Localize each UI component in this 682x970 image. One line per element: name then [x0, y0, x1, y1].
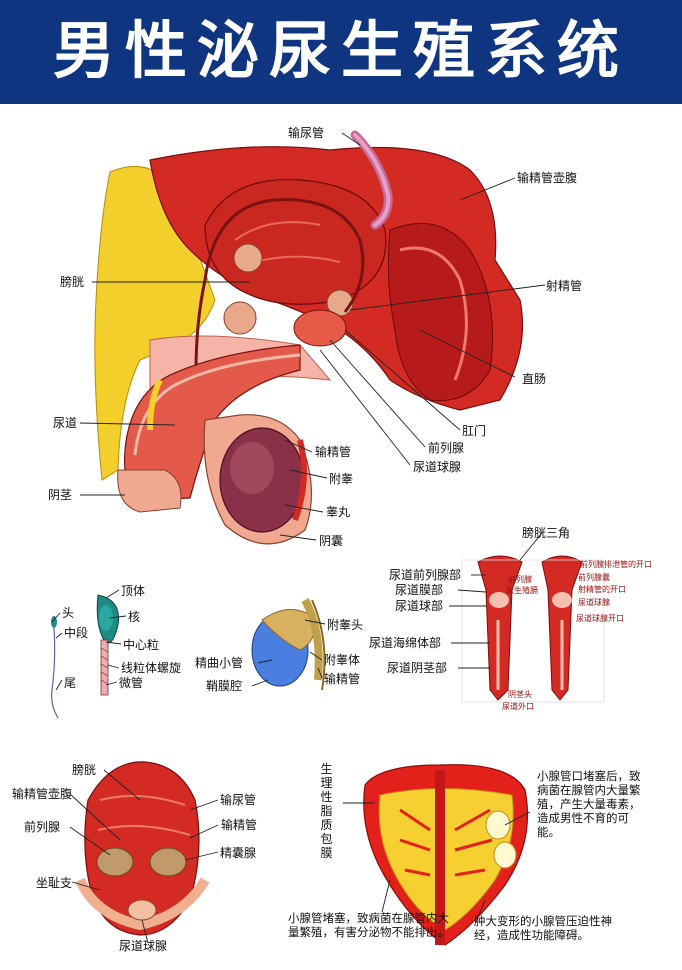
label-bulbourethral-gland: 尿道球腺	[413, 460, 462, 474]
label-bladder: 膀胱	[60, 275, 85, 289]
label-centriole: 中心粒	[123, 638, 160, 652]
label-vas-deferens: 输精管	[315, 445, 352, 459]
label-trigone: 膀胱三角	[522, 526, 571, 540]
label-bulbous-part: 尿道球部	[395, 599, 444, 613]
label-ampulla: 输精管壶腹	[517, 171, 578, 185]
label-prostate: 前列腺	[428, 441, 465, 455]
label-membranous-part: 尿道膜部	[395, 583, 444, 597]
main-sagittal-illustration	[94, 130, 524, 545]
label-posterior-bulb-gland: 尿道球腺	[119, 939, 168, 953]
label-middle-piece: 中段	[64, 626, 89, 640]
label-epididymis-head: 附睾头	[327, 618, 364, 632]
label-rectum: 直肠	[522, 372, 547, 386]
note-harmful-secretion: 小腺管堵塞，致病菌在腺管内大量繁殖，有害分泌物不能排出。	[288, 911, 449, 939]
label-ejaculatory-opening: 射精管的开口	[578, 585, 626, 594]
note-swollen-duct: 肿大变形的小腺管压迫性神经，造成性功能障碍。	[474, 914, 612, 942]
label-epididymis-body: 附睾体	[324, 653, 361, 667]
title-banner: 男性泌尿生殖系统	[0, 0, 682, 104]
label-posterior-ureter: 输尿管	[220, 793, 257, 807]
label-posterior-vas-deferens: 输精管	[221, 818, 258, 832]
label-prostatic-utricle: 前列腺囊	[578, 573, 610, 582]
label-microtubule: 微管	[119, 676, 144, 690]
sperm-illustration	[51, 594, 120, 719]
label-lipid-capsule: 生理性脂质包膜	[320, 762, 333, 860]
label-sphincter-small: 尿生殖膈	[506, 586, 538, 595]
label-seminiferous-tubule: 精曲小管	[195, 656, 244, 670]
testis-illustration	[251, 598, 326, 691]
label-prostatic-part: 尿道前列腺部	[389, 568, 462, 582]
label-epididymis: 附睾	[329, 472, 354, 486]
label-posterior-prostate: 前列腺	[24, 820, 61, 834]
prostate-illustration	[363, 764, 529, 946]
label-tunica-cavity: 鞘膜腔	[206, 679, 243, 693]
label-tail: 尾	[64, 676, 77, 690]
page-title: 男性泌尿生殖系统	[52, 14, 629, 87]
label-cavernous-part: 尿道海绵体部	[369, 636, 442, 650]
label-bulb-gland: 尿道球腺	[578, 598, 610, 607]
label-external-orifice: 尿道外口	[502, 702, 534, 711]
label-prostatic-duct-opening: 前列腺排泄管的开口	[580, 560, 652, 569]
label-ischial-ramus: 坐耻支	[36, 876, 73, 890]
label-posterior-ampulla: 输精管壶腹	[12, 787, 73, 801]
label-glans: 阴茎头	[508, 690, 532, 699]
posterior-view-illustration	[75, 761, 210, 936]
label-penile-part: 尿道阴茎部	[387, 661, 448, 675]
label-testis-vas-deferens: 输精管	[324, 672, 361, 686]
label-mito-helix: 线粒体螺旋	[121, 661, 182, 675]
label-anus: 肛门	[462, 424, 487, 438]
label-scrotum: 阴囊	[319, 534, 344, 548]
label-bulb-gland-opening: 尿道球腺开口	[576, 614, 624, 623]
label-acrosome: 顶体	[121, 584, 146, 598]
note-duct-blockage: 小腺管口堵塞后，致病菌在腺管内大量繁殖，产生大量毒素，造成男性不育的可能。	[537, 769, 641, 839]
label-prostate-small: 前列腺	[508, 575, 532, 584]
label-sperm-head: 头	[62, 606, 75, 620]
label-testis: 睾丸	[326, 505, 351, 519]
label-ejaculatory-duct: 射精管	[546, 279, 583, 293]
label-posterior-seminal-vesicle: 精囊腺	[220, 846, 257, 860]
label-ureter: 输尿管	[288, 126, 325, 140]
label-penis: 阴茎	[48, 488, 73, 502]
label-nucleus: 核	[128, 610, 141, 624]
label-posterior-bladder: 膀胱	[72, 763, 97, 777]
label-urethra: 尿道	[53, 416, 78, 430]
urethra-illustration	[461, 555, 605, 703]
